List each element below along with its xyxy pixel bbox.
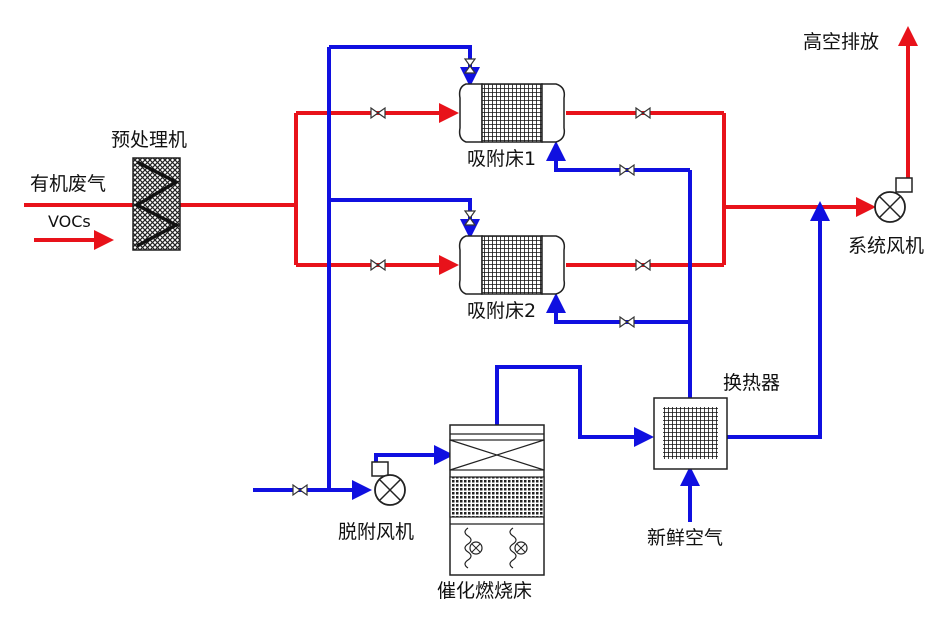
valve[interactable]: [463, 58, 477, 74]
valves: [292, 58, 651, 497]
catalytic-outlet: [495, 365, 654, 447]
return-to-bed1: [546, 141, 690, 172]
desorption-fan: [371, 461, 406, 506]
adsorption-bed-2: [458, 235, 566, 295]
bed2-label: 吸附床2: [467, 300, 537, 322]
valve[interactable]: [619, 163, 635, 177]
high-exhaust-label: 高空排放: [803, 31, 880, 53]
vocs-label: VOCs: [48, 212, 91, 231]
bed1-label: 吸附床1: [467, 148, 537, 170]
valve[interactable]: [370, 258, 386, 272]
pretreatment-unit: [132, 157, 181, 251]
return-to-bed2: [546, 293, 690, 324]
valve[interactable]: [463, 210, 477, 226]
desorb-to-bed1: [329, 45, 480, 87]
desorption-fan-label: 脱附风机: [338, 521, 415, 543]
valve[interactable]: [635, 106, 651, 120]
heat-exchanger: [653, 397, 728, 470]
pretreatment-label: 预处理机: [111, 129, 188, 151]
organic-gas-label: 有机废气: [30, 173, 107, 195]
adsorption-bed-1: [458, 83, 566, 143]
fresh-air-label: 新鲜空气: [647, 527, 724, 549]
system-fan: [874, 177, 913, 223]
heater-element: [509, 527, 528, 569]
system-fan-label: 系统风机: [848, 235, 925, 257]
valve[interactable]: [635, 258, 651, 272]
heater-element: [464, 527, 483, 569]
heat-exchanger-label: 换热器: [723, 372, 781, 394]
valve[interactable]: [619, 315, 635, 329]
desorb-to-bed2: [329, 198, 480, 239]
valve[interactable]: [370, 106, 386, 120]
catalytic-bed-label: 催化燃烧床: [437, 580, 533, 602]
catalytic-bed: [449, 424, 545, 576]
hx-to-stack: [727, 201, 830, 439]
valve[interactable]: [292, 483, 308, 497]
